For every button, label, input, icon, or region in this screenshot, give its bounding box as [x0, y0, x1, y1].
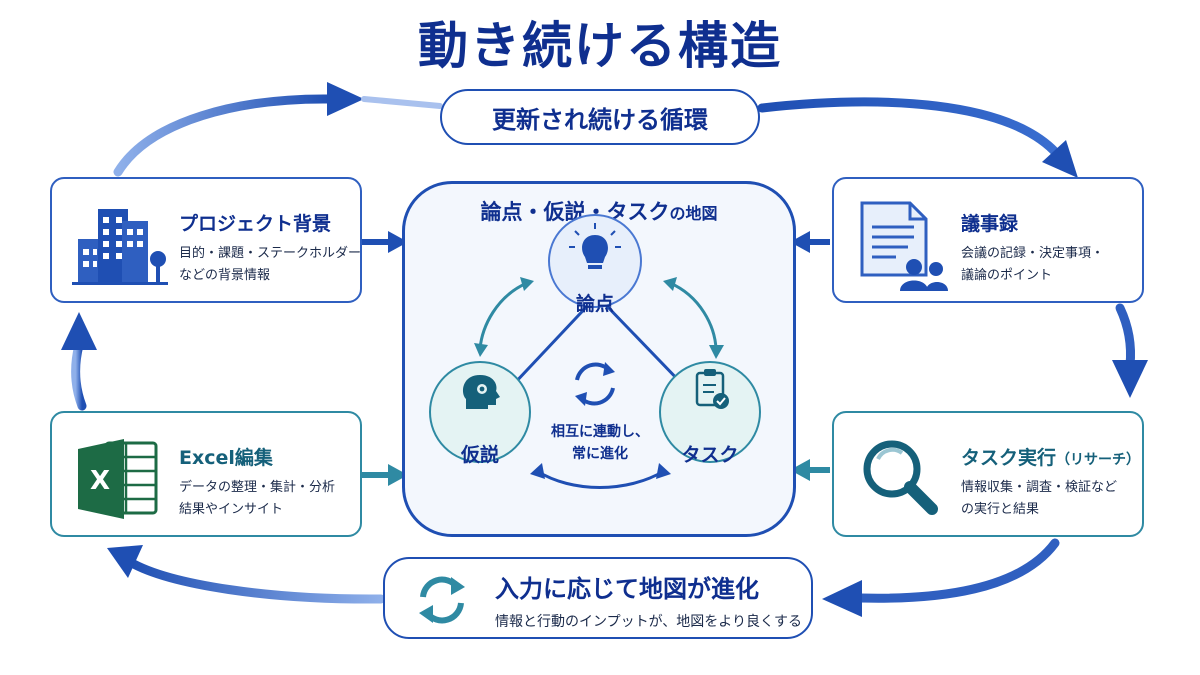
card-task-execution: タスク実行（リサーチ） 情報収集・調査・検証など の実行と結果 [832, 411, 1144, 537]
lightbulb-icon [569, 223, 621, 269]
cycle-rotate-icon [575, 362, 615, 406]
excel-icon: X [78, 439, 158, 519]
cycle-arrowhead-left [61, 312, 97, 350]
evolution-title: 入力に応じて地図が進化 [495, 575, 759, 603]
interaction-note: 相互に連動し、 常に進化 [551, 424, 649, 462]
clipboard-check-icon [695, 369, 729, 409]
cycle-arrow-left [71, 340, 87, 411]
cycle-arrow-bottom-right [855, 538, 1060, 603]
node-hypothesis [429, 361, 531, 463]
center-map-diagram [429, 214, 761, 489]
card-project-desc: 目的・課題・ステークホルダー などの背景情報 [179, 246, 362, 283]
evolution-pill: 入力に応じて地図が進化 情報と行動のインプットが、地図をより良くする [383, 557, 813, 639]
cycle-arrowhead-top-right [1042, 140, 1078, 178]
card-excel-title: Excel編集 [179, 447, 273, 469]
document-people-icon [860, 201, 948, 291]
cycle-line-top-mid [361, 96, 443, 109]
card-execution-desc: 情報収集・調査・検証など の実行と結果 [961, 480, 1118, 517]
cycle-arrowhead-bottom-right [822, 580, 862, 617]
evolution-desc: 情報と行動のインプットが、地図をより良くする [495, 614, 803, 630]
building-icon [72, 209, 168, 285]
card-execution-title: タスク実行（リサーチ） [961, 447, 1141, 469]
svg-text:X: X [90, 466, 110, 496]
node-hypothesis-label: 仮説 [460, 444, 499, 466]
cycle-arrow-right [1115, 303, 1135, 370]
cycle-arrow-top-left [113, 94, 335, 177]
cycle-arrow-bottom-left [125, 557, 386, 604]
magnifier-icon [863, 440, 938, 515]
refresh-icon [419, 576, 465, 624]
page-title: 動き続ける構造 [418, 17, 782, 75]
card-excel: X Excel編集 データの整理・集計・分析 結果やインサイト [50, 411, 362, 537]
node-issue-label: 論点 [575, 293, 614, 315]
node-task [659, 361, 761, 463]
card-minutes: 議事録 会議の記録・決定事項・ 議論のポイント [832, 177, 1144, 303]
center-map [402, 181, 796, 537]
cycle-arrowhead-bottom-left [107, 545, 143, 578]
card-excel-desc: データの整理・集計・分析 結果やインサイト [179, 480, 336, 517]
cycle-arrowhead-right [1112, 360, 1148, 398]
cycle-arrowhead-top-left [327, 82, 364, 116]
card-project-background: プロジェクト背景 目的・課題・ステークホルダー などの背景情報 [50, 177, 362, 303]
node-task-label: タスク [681, 444, 739, 466]
card-minutes-title: 議事録 [961, 213, 1019, 235]
head-gear-icon [462, 375, 500, 409]
cycle-arrow-top-right [757, 97, 1063, 160]
card-project-title: プロジェクト背景 [179, 213, 332, 235]
cycle-label: 更新され続ける循環 [440, 89, 760, 145]
card-minutes-desc: 会議の記録・決定事項・ 議論のポイント [961, 246, 1105, 283]
